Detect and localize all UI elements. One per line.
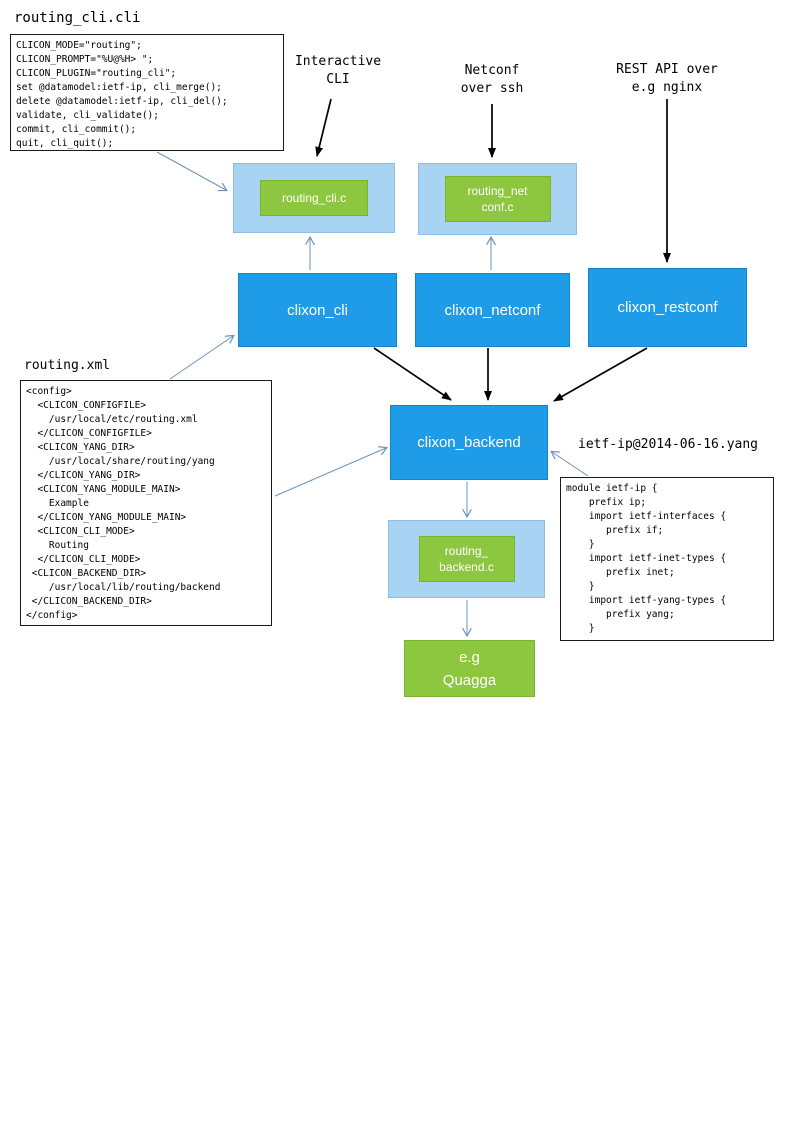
node-routing-netconf-c: routing_net conf.c	[444, 176, 551, 222]
arrow-clifile-to-cliplugin	[156, 151, 226, 190]
node-clixon-cli: clixon_cli	[238, 273, 397, 347]
cli-file-code-box: CLICON_MODE="routing"; CLICON_PROMPT="%U…	[10, 34, 284, 151]
netconf-plugin-container: routing_net conf.c	[418, 163, 577, 235]
arrow-xml-to-clixoncli	[169, 336, 233, 380]
node-routing-cli-c: routing_cli.c	[260, 180, 368, 216]
node-quagga: e.g Quagga	[404, 640, 535, 697]
node-routing-backend-c: routing_ backend.c	[418, 536, 515, 582]
arrow-xml-to-backend	[274, 448, 386, 497]
node-clixon-backend: clixon_backend	[390, 405, 548, 480]
arrow-cli-to-backend	[373, 347, 452, 401]
cli-plugin-container: routing_cli.c	[233, 163, 395, 233]
label-interactive-cli: Interactive CLI	[294, 54, 382, 87]
node-clixon-restconf: clixon_restconf	[588, 268, 747, 347]
black-arrows	[315, 98, 671, 402]
xml-file-title: routing.xml	[24, 358, 111, 373]
cli-file-title: routing_cli.cli	[14, 10, 141, 26]
node-clixon-netconf: clixon_netconf	[415, 273, 570, 347]
arrow-yang-to-backend	[552, 452, 589, 477]
yang-file-title: ietf-ip@2014-06-16.yang	[578, 437, 759, 452]
label-netconf-over-ssh: Netconf over ssh	[460, 63, 524, 96]
yang-module-code-box: module ietf-ip { prefix ip; import ietf-…	[560, 477, 774, 641]
arrow-restconf-to-backend	[553, 347, 648, 402]
xml-config-code-box: <config> <CLICON_CONFIGFILE> /usr/local/…	[20, 380, 272, 626]
label-rest-api-nginx: REST API over e.g nginx	[616, 62, 718, 95]
arrow-interactive-cli-to-plugin	[315, 98, 332, 157]
backend-plugin-container: routing_ backend.c	[388, 520, 545, 598]
